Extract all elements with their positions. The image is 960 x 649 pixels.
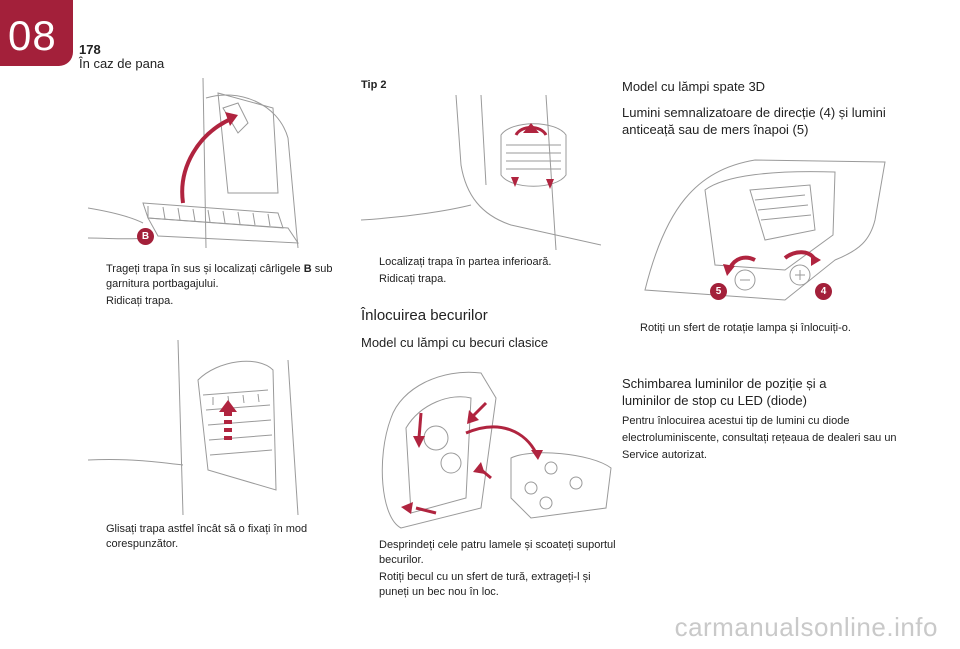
list-item: Localizați trapa în partea inferioară. (379, 256, 552, 268)
list-item: Ridicați trapa. (379, 273, 447, 285)
figure-hatch-slide (88, 340, 328, 515)
list-item: Ridicați trapa. (106, 295, 174, 307)
list-item: Rotiți becul cu un sfert de tură, extrag… (379, 571, 591, 598)
subheading-classic-bulbs: Model cu lămpi cu becuri clasice (361, 335, 549, 350)
list-item: Glisați trapa astfel încât să o fixați î… (106, 523, 308, 550)
label-badge-5: 5 (710, 283, 727, 300)
col1-steps-b: Glisați trapa astfel încât să o fixați î… (88, 522, 333, 554)
list-item: Trageți trapa în sus și localizați cârli… (106, 263, 333, 290)
tip-label: Tip 2 (361, 79, 387, 91)
figure-classic-bulbs (361, 358, 621, 530)
page-number: 178 (79, 42, 101, 57)
list-item: Rotiți un sfert de rotație lampa și înlo… (640, 322, 851, 334)
col3-steps-a: Rotiți un sfert de rotație lampa și înlo… (622, 321, 922, 338)
heading-3d-lamps: Model cu lămpi spate 3D (622, 79, 766, 94)
label-badge-b: B (137, 228, 154, 245)
col1-steps-a: Trageți trapa în sus și localizați cârli… (88, 262, 333, 311)
label-badge-4: 4 (815, 283, 832, 300)
heading-bulb-replacement: Înlocuirea becurilor (361, 307, 488, 324)
list-item: Desprindeți cele patru lamele și scoateț… (379, 539, 616, 566)
heading-led-lamps: Schimbarea luminilor de poziție și a lum… (622, 376, 827, 408)
section-title: În caz de pana (79, 56, 165, 71)
subheading-indicators: Lumini semnalizatoare de direcție (4) și… (622, 105, 886, 137)
col2-steps-a: Localizați trapa în partea inferioară. R… (361, 255, 606, 289)
figure-trunk-hatch-hooks (88, 78, 328, 248)
figure-3d-lamps (635, 150, 895, 310)
chapter-tab (0, 0, 73, 66)
figure-tip2-hatch (361, 95, 601, 250)
watermark: carmanualsonline.info (674, 612, 938, 642)
col2-steps-b: Desprindeți cele patru lamele și scoateț… (361, 538, 616, 602)
chapter-number: 08 (8, 12, 57, 59)
paragraph-led-dealer: Pentru înlocuirea acestui tip de lumini … (622, 415, 897, 461)
